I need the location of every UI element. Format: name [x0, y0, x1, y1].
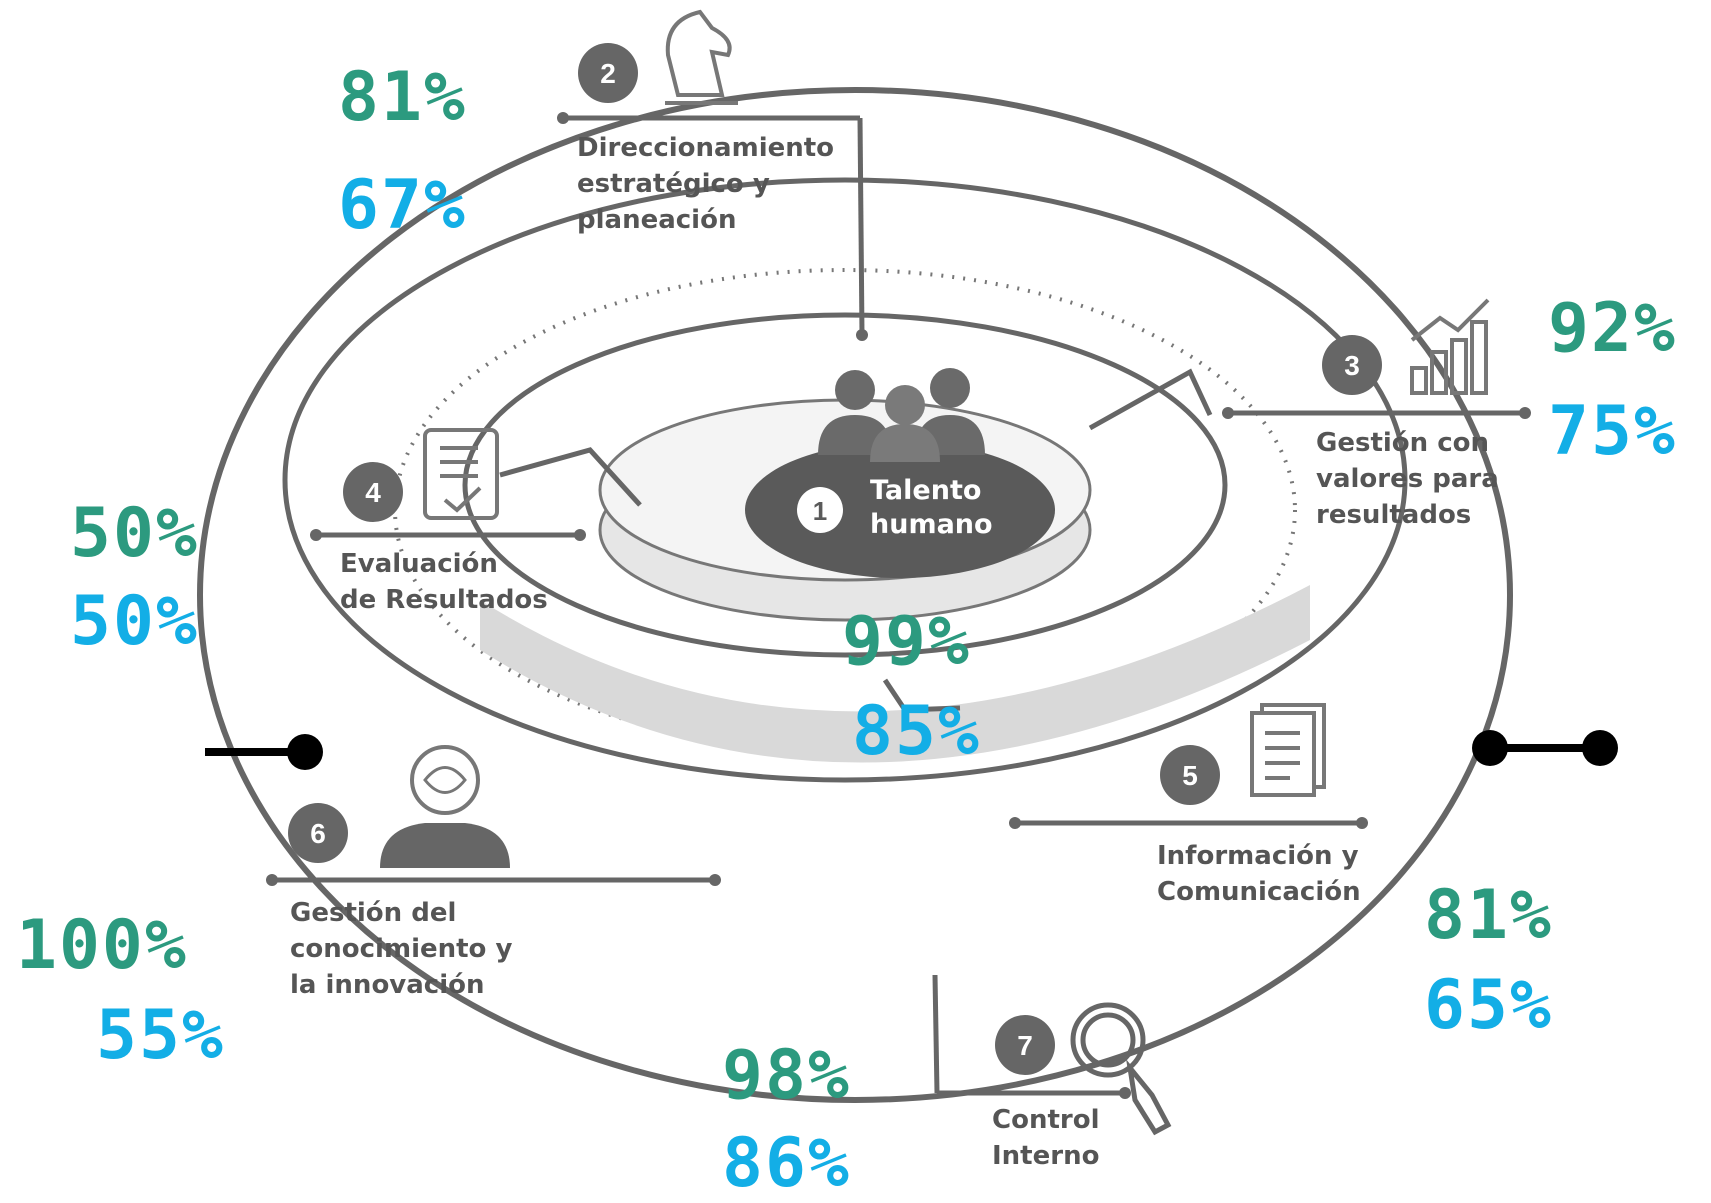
center-label: Talento humano: [870, 474, 993, 542]
center-number-circle: [797, 487, 843, 533]
dimension-4-label: Evaluación de Resultados: [340, 546, 548, 618]
dimension-2-pct-a: 81%: [338, 58, 467, 137]
center-label-line-1: Talento: [870, 475, 982, 506]
chess-knight-icon: [665, 9, 738, 105]
bar-chart-icon: [1410, 298, 1490, 395]
badge-5-number: 5: [1182, 760, 1198, 791]
dimension-6-pct-a: 100%: [16, 906, 188, 985]
dimension-3-label: Gestión con valores para resultados: [1316, 425, 1499, 533]
dimension-4-pct-b: 50%: [70, 582, 199, 661]
center-badge: [745, 442, 1055, 578]
dimension-7-label: Control Interno: [992, 1102, 1099, 1174]
dimension-5-label: Información y Comunicación: [1157, 838, 1361, 910]
dimension-2-label: Direccionamiento estratégico y planeació…: [577, 130, 834, 238]
middle-ellipse: [282, 177, 1408, 783]
badge-5: [1160, 745, 1220, 805]
magnifier-icon: [1070, 1002, 1172, 1136]
dimension-6-label-line-1: Gestión del: [290, 898, 457, 928]
dimension-5-label-line-1: Información y: [1157, 841, 1359, 871]
connector-dots: [287, 730, 1618, 770]
dimension-3-pct-a: 92%: [1548, 289, 1677, 368]
people-icon: [818, 368, 985, 462]
disc-shadow-band: [480, 585, 1310, 763]
dimension-4-label-line-2: de Resultados: [340, 585, 548, 615]
center-number: 1: [813, 496, 827, 526]
dimension-6-label-line-2: conocimiento y: [290, 934, 513, 964]
number-badges: 2 3 4 5 6 7: [288, 43, 1382, 1075]
center-pct-b: 85%: [852, 692, 981, 771]
dimension-4-label-line-1: Evaluación: [340, 549, 498, 579]
badge-4: [343, 462, 403, 522]
dimension-5-pct-b: 65%: [1424, 966, 1553, 1045]
inner-ellipse: [462, 312, 1228, 658]
dimension-6-label-line-3: la innovación: [290, 970, 485, 1000]
badge-3-number: 3: [1344, 350, 1360, 381]
dotted-ellipse: [393, 268, 1297, 752]
dimension-5-pct-a: 81%: [1424, 876, 1553, 955]
dimension-2-label-line-2: estratégico y: [577, 169, 770, 199]
badge-6: [288, 803, 348, 863]
dimension-2-pct-b: 67%: [338, 166, 467, 245]
badge-7: [995, 1015, 1055, 1075]
dimension-3-label-line-2: valores para: [1316, 464, 1499, 494]
brain-head-icon: [380, 745, 510, 868]
dimension-6-label: Gestión del conocimiento y la innovación: [290, 895, 512, 1003]
badge-2: [578, 43, 638, 103]
badge-3: [1322, 335, 1382, 395]
dimension-7-label-line-2: Interno: [992, 1141, 1100, 1171]
dimension-5-label-line-2: Comunicación: [1157, 877, 1361, 907]
dimension-3-pct-b: 75%: [1548, 392, 1677, 471]
dimension-2-label-line-1: Direccionamiento: [577, 133, 835, 163]
dimension-7-pct-b: 86%: [722, 1124, 851, 1203]
center-label-line-2: humano: [870, 509, 993, 540]
dimension-7-label-line-1: Control: [992, 1105, 1100, 1135]
dimension-3-label-line-1: Gestión con: [1316, 428, 1489, 458]
badge-4-number: 4: [365, 477, 381, 508]
center-pct-a: 99%: [842, 602, 971, 681]
badge-2-number: 2: [600, 58, 616, 89]
dimension-3-label-line-3: resultados: [1316, 500, 1472, 530]
dimension-4-pct-a: 50%: [70, 494, 199, 573]
outer-ellipse: [197, 87, 1513, 1103]
line-end-dots: [266, 112, 1531, 1099]
dimension-2-label-line-3: planeación: [577, 205, 737, 235]
badge-7-number: 7: [1017, 1030, 1033, 1061]
dimension-6-pct-b: 55%: [96, 996, 225, 1075]
documents-icon: [1250, 703, 1326, 797]
checklist-icon: [423, 428, 499, 520]
badge-6-number: 6: [310, 818, 326, 849]
dimension-7-pct-a: 98%: [722, 1036, 851, 1115]
